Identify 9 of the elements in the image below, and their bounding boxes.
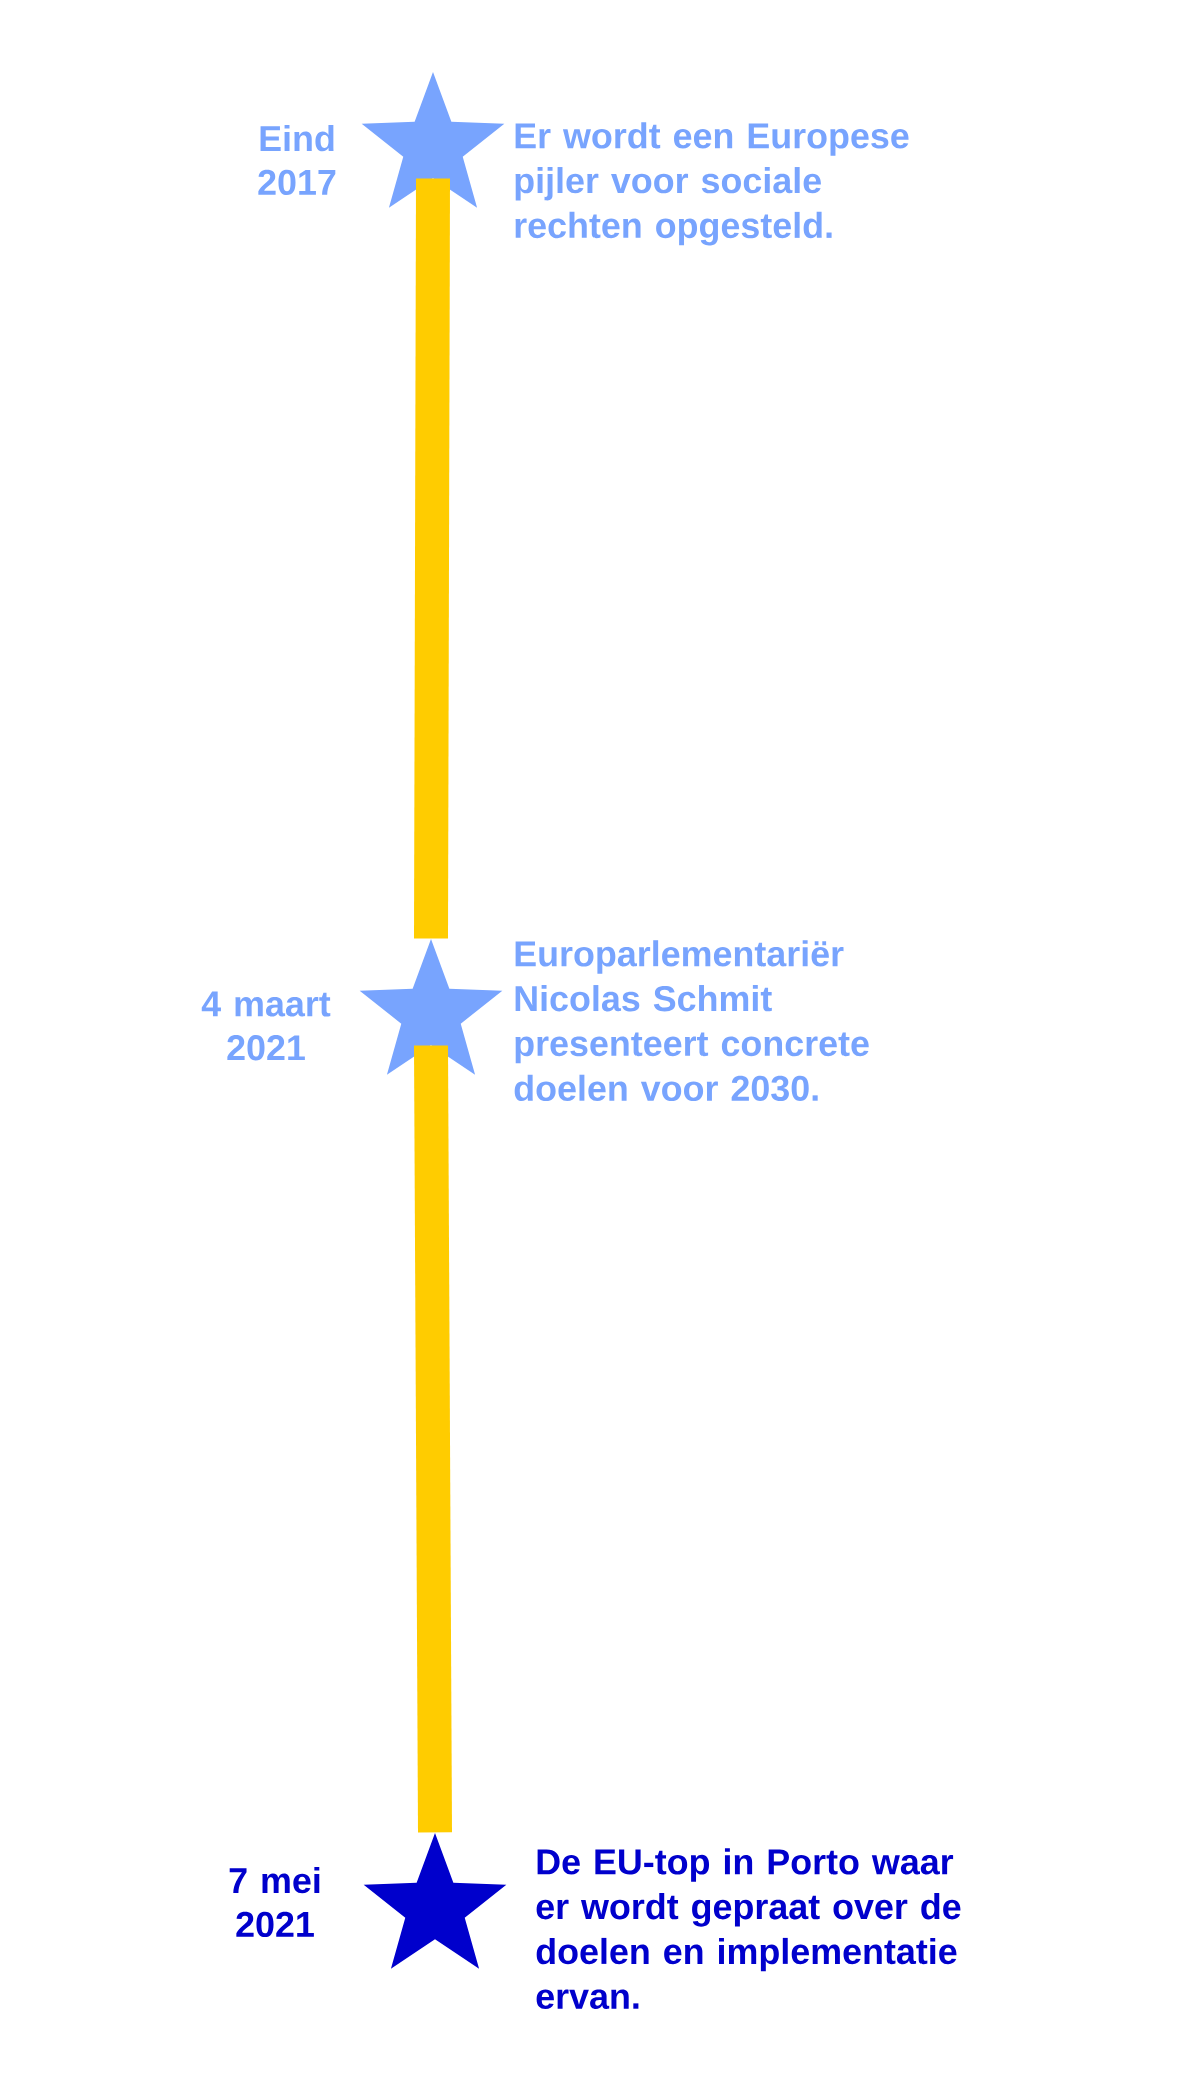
star-marker (359, 939, 503, 1075)
date-label: 7 mei 2021 (229, 1866, 320, 1938)
date-label: 4 maart 2021 (201, 991, 331, 1061)
event-description: De EU-top in Porto waar er wordt gepraat over de doelen en implementatie ervan. (536, 1848, 961, 2010)
event-description: Europarlementariër Nicolas Schmit presenteert concrete doelen voor 2030. (514, 940, 869, 1102)
event-description: Er wordt een Europese pijler voor sociale rechten opgesteld. (515, 122, 909, 246)
star-marker (363, 1833, 507, 1969)
star-marker (361, 72, 505, 208)
date-label: Eind 2017 (258, 124, 336, 196)
